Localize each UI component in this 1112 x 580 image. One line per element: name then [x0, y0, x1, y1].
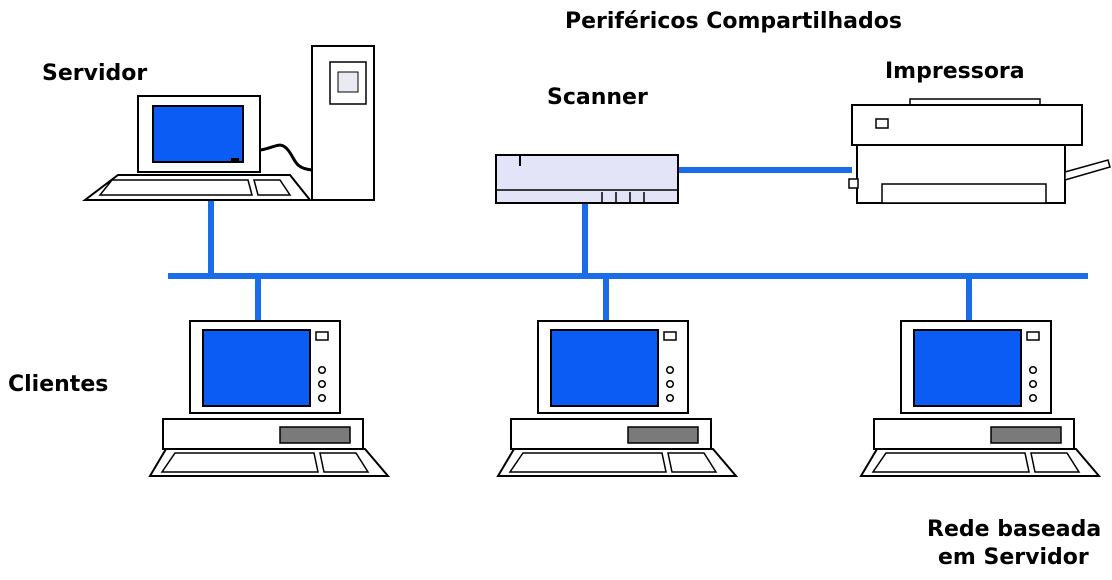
caption-line-1: Rede baseada [927, 517, 1102, 542]
client-drive-slot [279, 426, 351, 444]
server-screen [152, 105, 244, 163]
clients-label: Clientes [8, 372, 109, 397]
client-computer-icon [497, 320, 737, 477]
network-bus [168, 167, 1088, 322]
scanner-body [495, 154, 679, 204]
printer-label: Impressora [885, 59, 1025, 84]
shared-peripherals-title: Periféricos Compartilhados [565, 9, 902, 34]
server-computer-icon [82, 45, 375, 201]
client-screen [202, 329, 311, 407]
scanner-label: Scanner [547, 85, 648, 110]
printer-icon [848, 98, 1111, 204]
server-label: Servidor [42, 61, 148, 86]
scanner-icon [495, 154, 679, 204]
printer-paper-tray [1064, 159, 1111, 181]
caption-line-2: em Servidor [938, 545, 1089, 570]
server-cable [259, 143, 313, 172]
client-computer-icon [148, 320, 391, 477]
client-computer-icon [860, 320, 1100, 477]
printer-top [851, 104, 1083, 146]
